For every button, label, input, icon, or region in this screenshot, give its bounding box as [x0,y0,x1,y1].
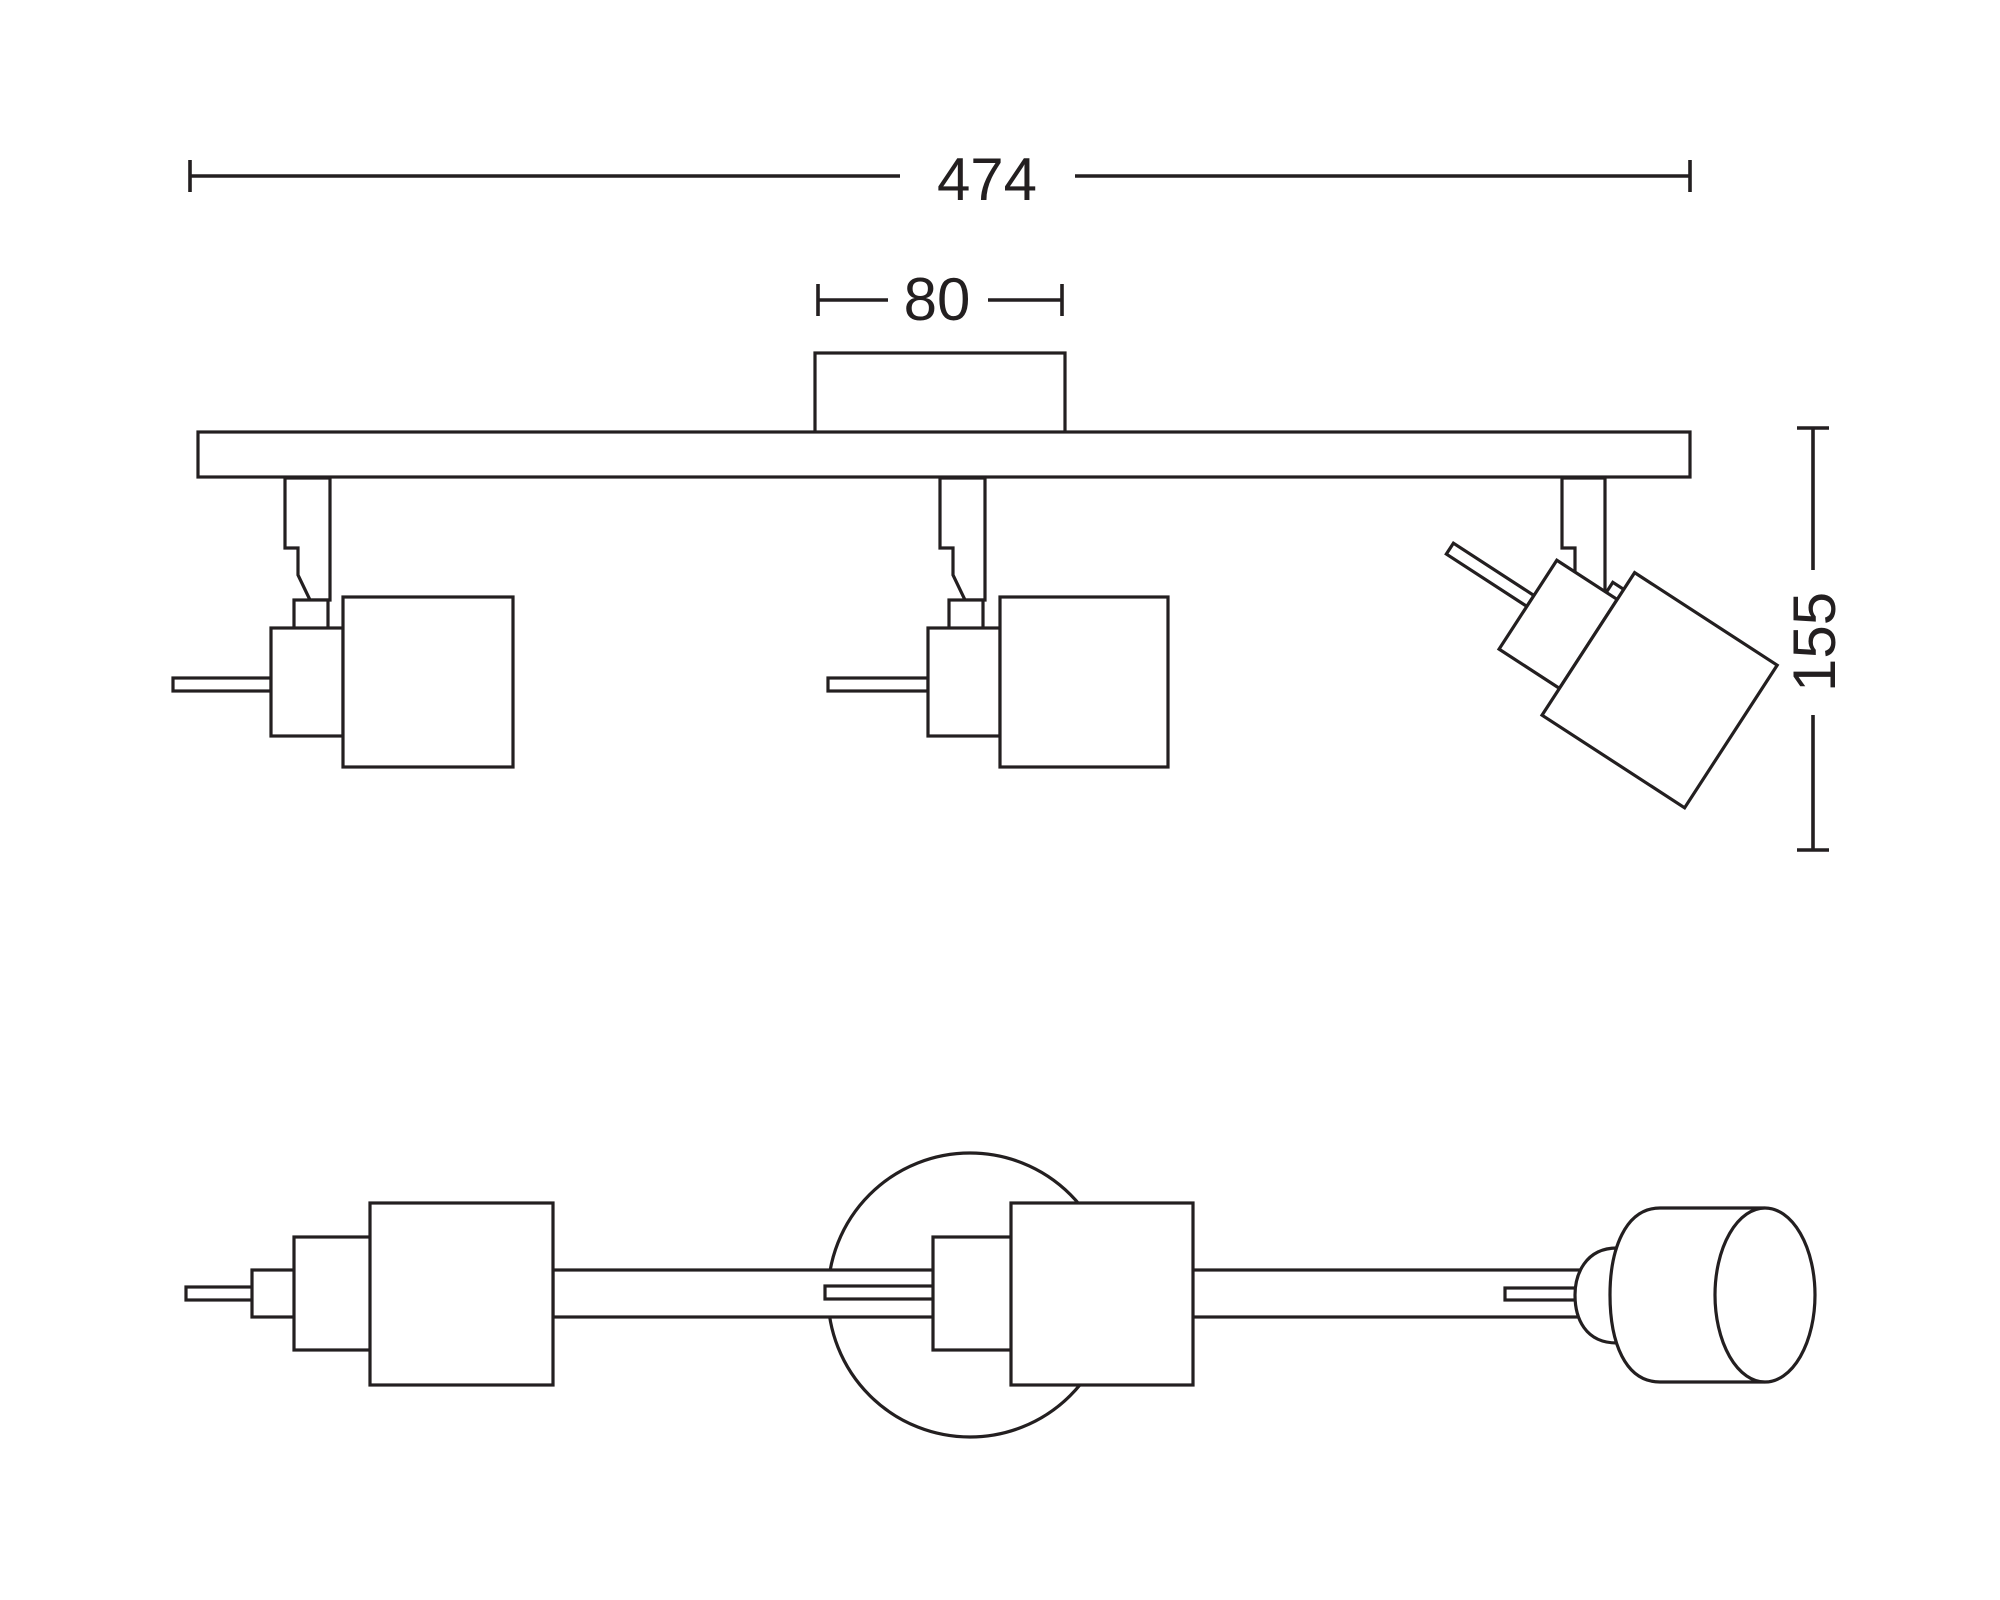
spot-shade [1009,1201,1195,1387]
spot-left [171,476,515,769]
spot-pin [1503,1286,1579,1302]
spot-shade-opening [1713,1206,1817,1384]
dimension-label-height: 155 [1781,592,1848,692]
spot-middle-top [823,1201,1195,1387]
spot-pin [1444,540,1537,609]
spot-shade [341,595,515,769]
spot-tilted-group [1444,540,1780,810]
spot-left-top [184,1201,555,1387]
spot-holder [269,626,345,738]
ceiling-mount-box [813,351,1067,435]
dimension-overall-width: 474 [188,146,1692,213]
spot-joint-dome [1573,1246,1619,1345]
spot-stem [283,476,332,602]
spot-middle [826,476,1170,769]
top-view [184,1151,1817,1439]
spot-shade [998,595,1170,769]
spot-stem [938,476,987,602]
spot-holder [292,1235,374,1352]
spot-joint [292,598,330,632]
spot-pin [826,676,930,693]
dimension-label-overall-width: 474 [937,146,1037,213]
spot-pin [171,676,273,693]
spot-right-tilted [1444,476,1780,810]
dimension-label-mount-width: 80 [904,266,971,333]
spot-holder [926,626,1002,738]
spot-joint [947,598,985,632]
mounting-bar [196,430,1692,479]
spot-clamp [250,1268,298,1319]
spot-shade [1539,570,1780,810]
side-view [171,351,1780,810]
spot-shade [368,1201,555,1387]
spot-right-top [1503,1206,1817,1384]
spot-pin [823,1284,937,1301]
dimension-height: 155 [1781,426,1848,852]
dimension-mount-width: 80 [816,266,1064,333]
spot-holder [931,1235,1015,1352]
